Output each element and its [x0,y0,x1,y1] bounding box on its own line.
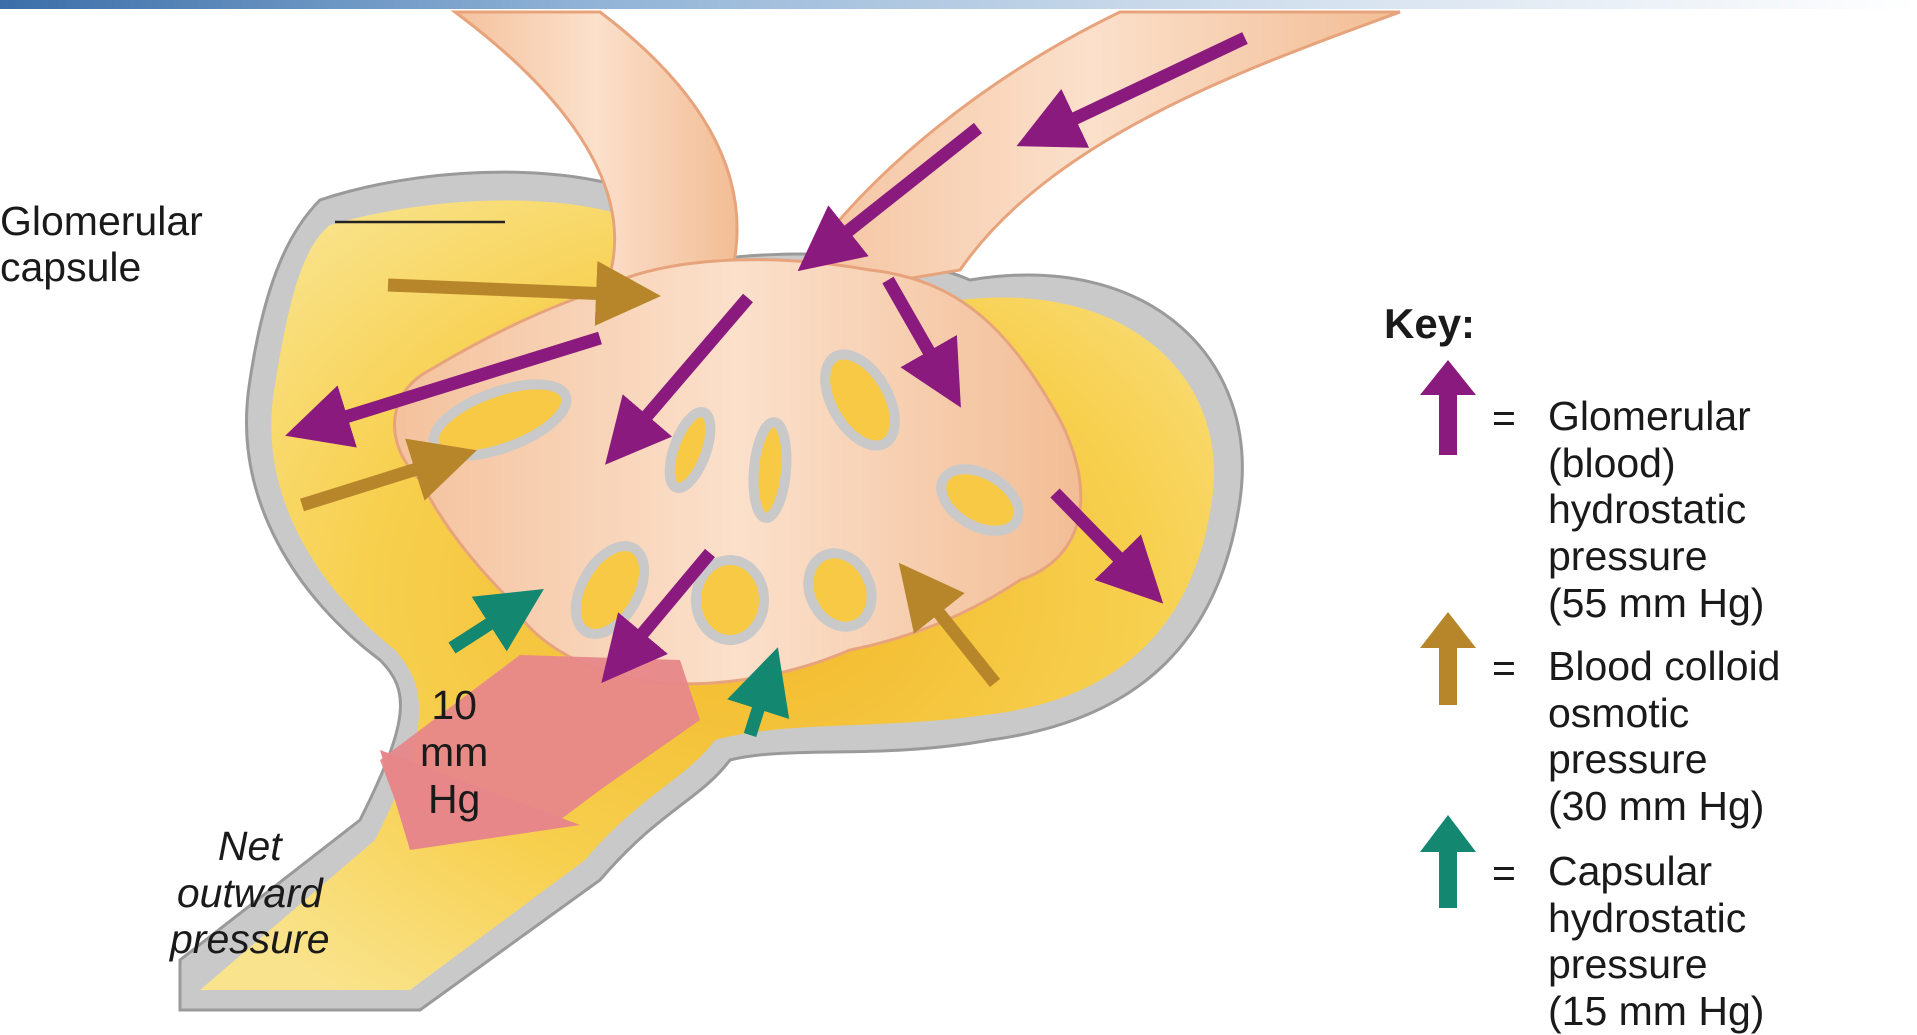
key-arrows [1420,360,1476,908]
key-label-capsular: Capsular hydrostatic pressure (15 mm Hg) [1548,848,1764,1035]
net-pressure-value: 10 mm Hg [420,682,488,823]
key-label-glomerular: Glomerular (blood) hydrostatic pressure … [1548,393,1764,627]
key-equals-1: = [1492,395,1516,442]
key-label-osmotic: Blood colloid osmotic pressure (30 mm Hg… [1548,643,1781,830]
capsule-label: Glomerular capsule [0,198,203,291]
key-title: Key: [1384,300,1475,347]
blood-vessels [395,12,1400,684]
key-equals-3: = [1492,850,1516,897]
net-pressure-caption: Net outward pressure [170,823,330,963]
key-equals-2: = [1492,645,1516,692]
